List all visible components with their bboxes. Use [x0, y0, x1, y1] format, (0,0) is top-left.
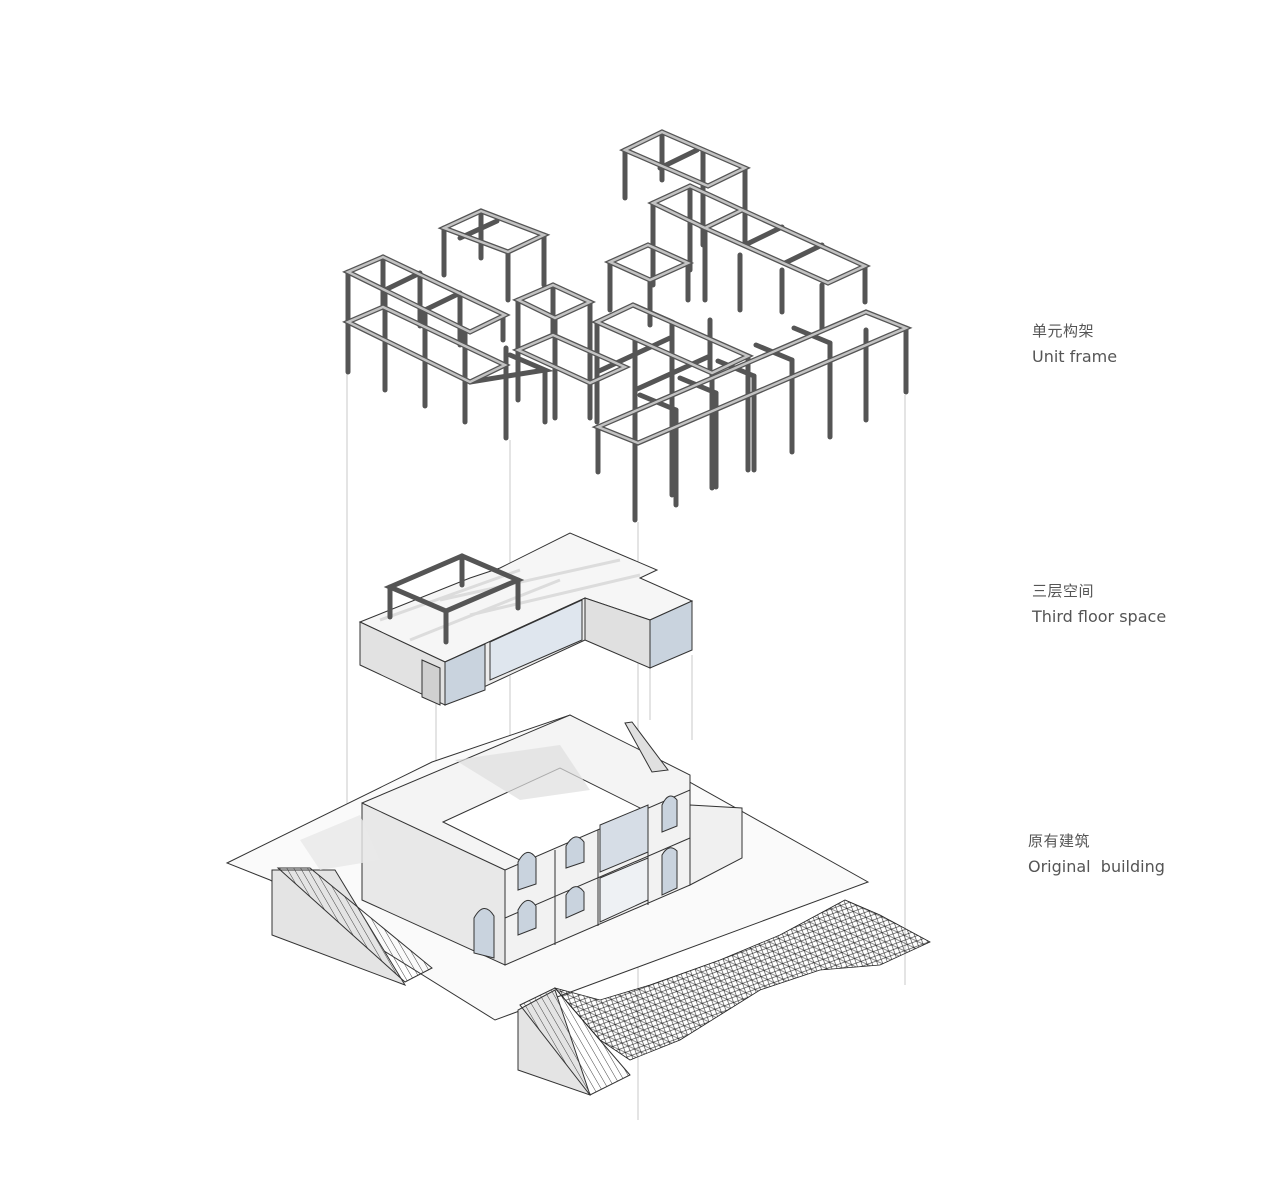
third-floor-layer [358, 532, 694, 706]
original-building-label-en: Original building [1028, 857, 1165, 876]
original-building-layer [225, 714, 931, 1096]
unit-frame-label-zh: 单元构架 [1032, 322, 1095, 340]
third-floor-label: 三层空间 Third floor space [1032, 578, 1166, 630]
original-building-label: 原有建筑 Original building [1028, 828, 1165, 880]
original-building-label-zh: 原有建筑 [1028, 832, 1091, 850]
third-floor-label-en: Third floor space [1032, 607, 1167, 626]
unit-frame-label: 单元构架 Unit frame [1032, 318, 1117, 370]
third-floor-label-zh: 三层空间 [1032, 582, 1095, 600]
unit-frame-layer [342, 129, 913, 523]
unit-frame-label-en: Unit frame [1032, 347, 1118, 366]
